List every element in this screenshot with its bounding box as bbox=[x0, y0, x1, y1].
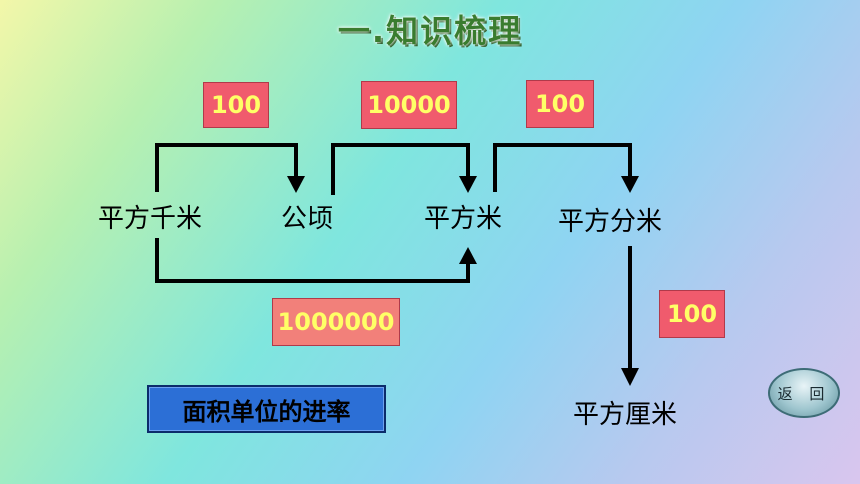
unit-square-meter: 平方米 bbox=[424, 204, 503, 234]
arrow-km-to-m bbox=[155, 238, 470, 283]
unit-square-centimeter: 平方厘米 bbox=[573, 400, 678, 430]
rate-badge-km-to-m: 1000000 bbox=[272, 298, 400, 346]
arrowhead-m-top bbox=[459, 176, 477, 193]
arrow-km-to-ha bbox=[155, 143, 298, 192]
rate-badge-m-to-dm: 100 bbox=[526, 80, 594, 128]
rate-badge-dm-to-cm: 100 bbox=[659, 290, 725, 338]
arrowhead-cm bbox=[621, 368, 639, 386]
arrow-m-to-dm bbox=[493, 143, 632, 192]
unit-square-kilometer: 平方千米 bbox=[98, 204, 203, 234]
arrowhead-ha bbox=[287, 176, 305, 193]
unit-hectare: 公顷 bbox=[281, 204, 334, 234]
arrowhead-m-bottom bbox=[459, 247, 477, 264]
arrow-ha-to-m bbox=[331, 143, 470, 195]
rate-badge-km-to-ha: 100 bbox=[203, 82, 269, 128]
summary-label: 面积单位的进率 bbox=[147, 385, 386, 433]
rate-badge-ha-to-m: 10000 bbox=[361, 81, 457, 129]
arrowhead-dm bbox=[621, 176, 639, 193]
page-title: 一.知识梳理 bbox=[337, 12, 523, 50]
unit-square-decimeter: 平方分米 bbox=[558, 207, 663, 237]
back-button[interactable]: 返 回 bbox=[768, 368, 840, 418]
